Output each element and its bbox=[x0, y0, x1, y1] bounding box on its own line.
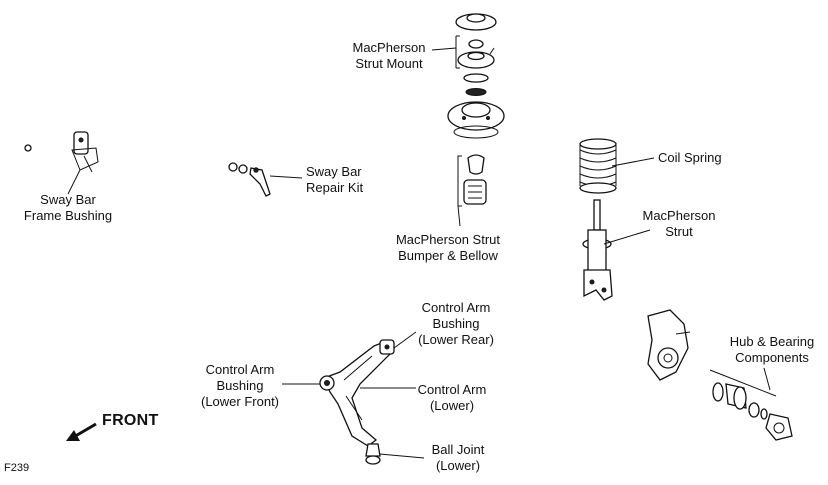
label-ball-joint-lower: Ball Joint (Lower) bbox=[431, 442, 485, 473]
macpherson-strut bbox=[582, 199, 613, 301]
label-sway-bar-repair-kit: Sway Bar Repair Kit bbox=[306, 164, 364, 195]
label-hub-bearing-components: Hub & Bearing Components bbox=[729, 334, 815, 365]
label-macpherson-strut: MacPherson Strut bbox=[642, 208, 716, 239]
hub-bearing-components bbox=[712, 382, 793, 441]
front-label: FRONT bbox=[102, 412, 159, 429]
label-sway-bar-frame-bushing: Sway Bar Frame Bushing bbox=[23, 192, 113, 223]
label-strut-mount: MacPherson Strut Mount bbox=[352, 40, 426, 71]
leader-lines bbox=[67, 35, 777, 459]
sway-bar bbox=[24, 87, 252, 161]
sway-bar-frame-bushing bbox=[71, 131, 99, 173]
ball-joint-lower bbox=[365, 443, 381, 465]
sway-bar-repair-kit bbox=[228, 162, 271, 197]
label-control-arm-bushing-rear: Control Arm Bushing (Lower Rear) bbox=[418, 300, 494, 347]
steering-knuckle bbox=[647, 309, 691, 381]
strut-mount bbox=[447, 13, 505, 139]
front-arrow bbox=[66, 422, 97, 441]
control-arm-lower bbox=[319, 339, 395, 447]
label-control-arm-bushing-front: Control Arm Bushing (Lower Front) bbox=[200, 362, 280, 409]
label-strut-bumper-bellow: MacPherson Strut Bumper & Bellow bbox=[395, 232, 501, 263]
label-control-arm-lower: Control Arm (Lower) bbox=[417, 382, 487, 413]
label-coil-spring: Coil Spring bbox=[658, 150, 722, 165]
strut-bumper-bellow bbox=[463, 154, 487, 205]
coil-spring bbox=[579, 138, 617, 194]
figure-code: F239 bbox=[4, 462, 30, 474]
